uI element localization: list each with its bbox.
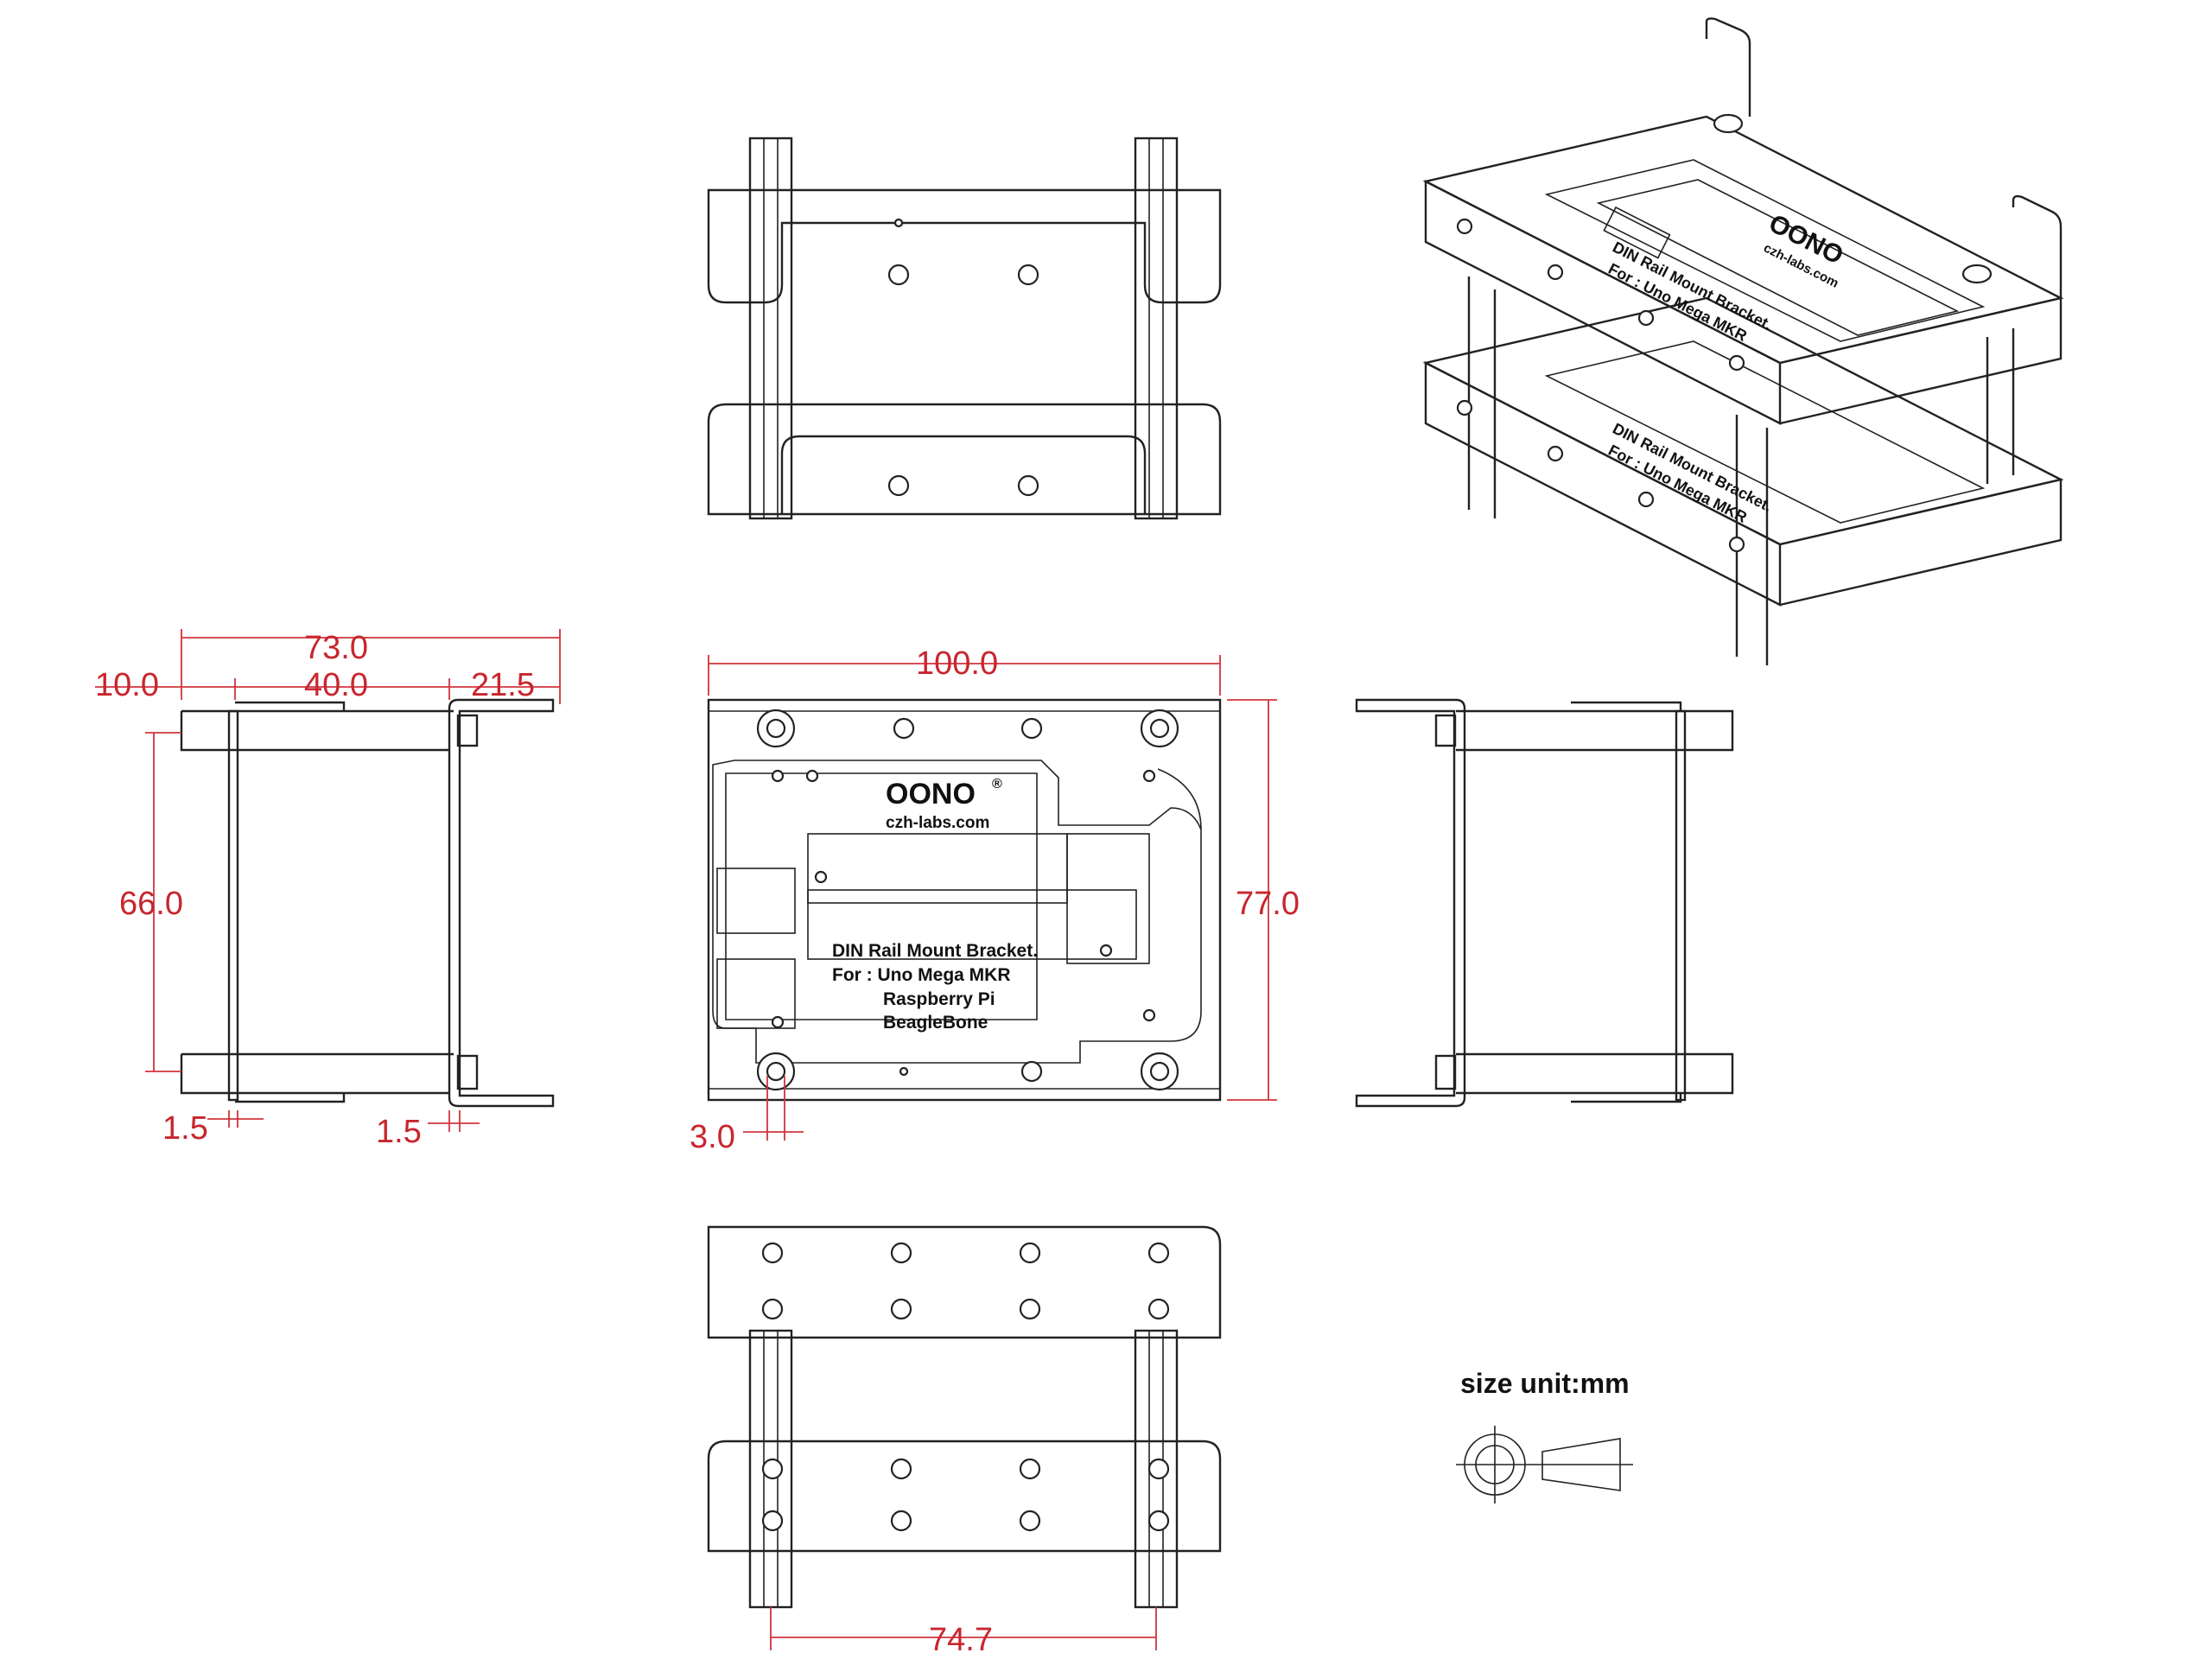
dim-inner-height: 66.0 bbox=[119, 886, 183, 922]
bottom-dimensions: 74.7 bbox=[770, 1607, 1157, 1658]
plate-line2: For : Uno Mega MKR bbox=[832, 965, 1010, 985]
dim-front-height: 77.0 bbox=[1236, 886, 1300, 922]
plate-website: czh-labs.com bbox=[886, 814, 989, 832]
plate-line1: DIN Rail Mount Bracket. bbox=[832, 941, 1038, 961]
bottom-view bbox=[707, 1225, 1222, 1609]
dim-plate-left: 1.5 bbox=[162, 1110, 208, 1147]
dim-hole-diameter: 3.0 bbox=[690, 1119, 735, 1155]
unit-legend: size unit:mm bbox=[1456, 1368, 1633, 1503]
dim-mid-width: 40.0 bbox=[304, 667, 368, 703]
dim-plate-right: 1.5 bbox=[376, 1114, 422, 1150]
unit-label: size unit:mm bbox=[1460, 1368, 1630, 1399]
front-dimensions: 100.0 77.0 3.0 bbox=[690, 645, 1300, 1155]
front-view: OONO ® czh-labs.com DIN Rail Mount Brack… bbox=[707, 698, 1222, 1102]
dim-bottom-span: 74.7 bbox=[929, 1622, 993, 1658]
dim-left-offset: 10.0 bbox=[95, 667, 159, 703]
top-view bbox=[707, 137, 1222, 520]
left-dimensions: 73.0 10.0 40.0 21.5 66.0 1.5 1.5 bbox=[95, 629, 561, 1150]
isometric-view: OONO czh-labs.com DIN Rail Mount Bracket… bbox=[1422, 17, 2064, 665]
plate-brand: OONO bbox=[886, 778, 976, 810]
plate-line4: BeagleBone bbox=[883, 1013, 988, 1033]
plate-registered: ® bbox=[992, 777, 1002, 791]
left-side-view bbox=[180, 698, 555, 1108]
dim-total-width: 73.0 bbox=[304, 630, 368, 666]
plate-line3: Raspberry Pi bbox=[883, 989, 995, 1009]
right-side-view bbox=[1355, 698, 1734, 1108]
dim-right-offset: 21.5 bbox=[471, 667, 535, 703]
dim-front-width: 100.0 bbox=[916, 645, 998, 682]
